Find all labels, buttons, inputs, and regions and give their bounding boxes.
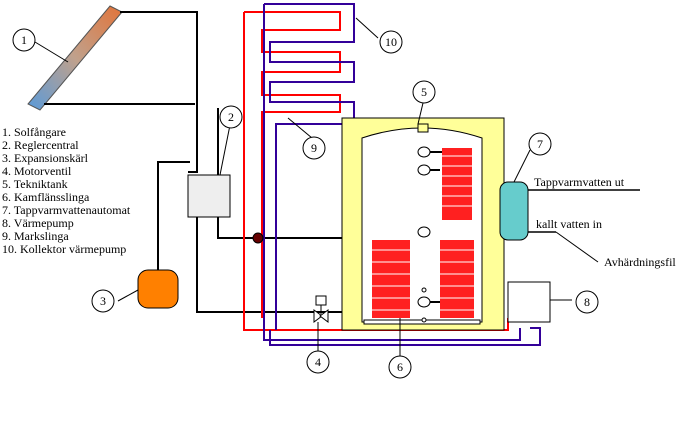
legend-item-3: 3. Expansionskärl [2, 151, 89, 165]
callout-10: 10 [385, 35, 397, 49]
callout-numbers: 1 2 3 4 5 6 7 8 9 10 [21, 33, 590, 374]
legend-item-8: 8. Värmepump [2, 216, 74, 230]
legend-item-10: 10. Kollektor värmepump [2, 242, 126, 256]
callout-leaders [34, 17, 599, 358]
hot-water-out-label: Tappvarmvatten ut [534, 175, 625, 189]
expansion-vessel [137, 269, 179, 309]
heat-pump [507, 281, 551, 323]
callout-circles [12, 28, 599, 379]
callout-2: 2 [228, 110, 234, 124]
motor-valve [313, 295, 329, 323]
cold-water-in-label: kallt vatten in [536, 217, 602, 231]
callout-5: 5 [421, 85, 427, 99]
softener-label: Avhärdningsfil [604, 255, 676, 269]
tank-ports [417, 146, 431, 323]
legend-item-9: 9. Markslinga [2, 229, 69, 243]
solar-collector [27, 5, 123, 111]
callout-6: 6 [397, 360, 403, 374]
legend: 1. Solfångare 2. Reglercentral 3. Expans… [2, 125, 131, 256]
callout-1: 1 [21, 33, 27, 47]
coil-fin-lines [372, 155, 474, 311]
callout-9: 9 [311, 141, 317, 155]
tank-internal-pipes [430, 151, 442, 303]
hot-water-unit [499, 181, 529, 241]
legend-item-5: 5. Tekniktank [2, 177, 68, 191]
callout-7: 7 [537, 137, 543, 151]
callout-3: 3 [100, 294, 106, 308]
controller [187, 174, 231, 218]
pipe-junction [252, 232, 264, 244]
legend-item-6: 6. Kamflänsslinga [2, 190, 90, 204]
hot-water-unit-pipes [528, 189, 640, 233]
heating-coils [372, 148, 474, 318]
callout-8: 8 [584, 295, 590, 309]
callout-4: 4 [315, 355, 321, 369]
legend-item-1: 1. Solfångare [2, 125, 66, 139]
legend-item-4: 4. Motorventil [2, 164, 72, 178]
legend-item-2: 2. Reglercentral [2, 138, 79, 152]
legend-item-7: 7. Tappvarmvattenautomat [2, 203, 131, 217]
